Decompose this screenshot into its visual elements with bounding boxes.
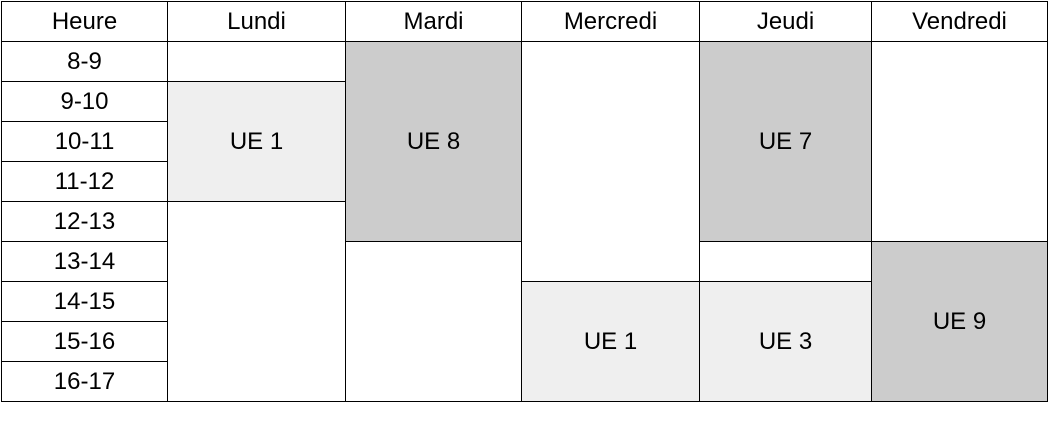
empty-slot: [521, 41, 700, 282]
timetable-row: 16-17: [1, 361, 1048, 402]
header-day-vendredi: Vendredi: [871, 1, 1048, 42]
timetable-row: 8-9 UE 8 UE 7: [1, 41, 1048, 282]
course-block-jeudi-ue7: UE 7: [699, 41, 872, 242]
header-row: Heure Lundi Mardi Mercredi Jeudi Vendred…: [1, 1, 1048, 42]
header-hour: Heure: [1, 1, 168, 42]
header-day-lundi: Lundi: [167, 1, 346, 42]
timetable-row: 13-14 UE 9: [1, 241, 1048, 402]
empty-slot: [871, 41, 1048, 242]
timetable-row: 10-11: [1, 121, 1048, 162]
course-block-lundi-ue1: UE 1: [167, 81, 346, 202]
timetable-row: 11-12: [1, 161, 1048, 202]
hour-cell: 14-15: [1, 281, 168, 322]
course-block-mercredi-ue1: UE 1: [521, 281, 700, 402]
hour-cell: 16-17: [1, 361, 168, 402]
hour-cell: 11-12: [1, 161, 168, 202]
hour-cell: 13-14: [1, 241, 168, 282]
hour-cell: 8-9: [1, 41, 168, 82]
hour-cell: 15-16: [1, 321, 168, 362]
hour-cell: 9-10: [1, 81, 168, 122]
empty-slot: [167, 201, 346, 402]
timetable: Heure Lundi Mardi Mercredi Jeudi Vendred…: [1, 1, 1048, 402]
empty-slot: [345, 241, 522, 402]
header-day-mercredi: Mercredi: [521, 1, 700, 42]
course-block-vendredi-ue9: UE 9: [871, 241, 1048, 402]
empty-slot: [699, 241, 872, 282]
timetable-row: 12-13: [1, 201, 1048, 402]
timetable-row: 15-16: [1, 321, 1048, 362]
empty-slot: [167, 41, 346, 82]
hour-cell: 10-11: [1, 121, 168, 162]
course-block-jeudi-ue3: UE 3: [699, 281, 872, 402]
header-day-jeudi: Jeudi: [699, 1, 872, 42]
timetable-row: 14-15 UE 1 UE 3: [1, 281, 1048, 402]
hour-cell: 12-13: [1, 201, 168, 242]
header-day-mardi: Mardi: [345, 1, 522, 42]
course-block-mardi-ue8: UE 8: [345, 41, 522, 242]
